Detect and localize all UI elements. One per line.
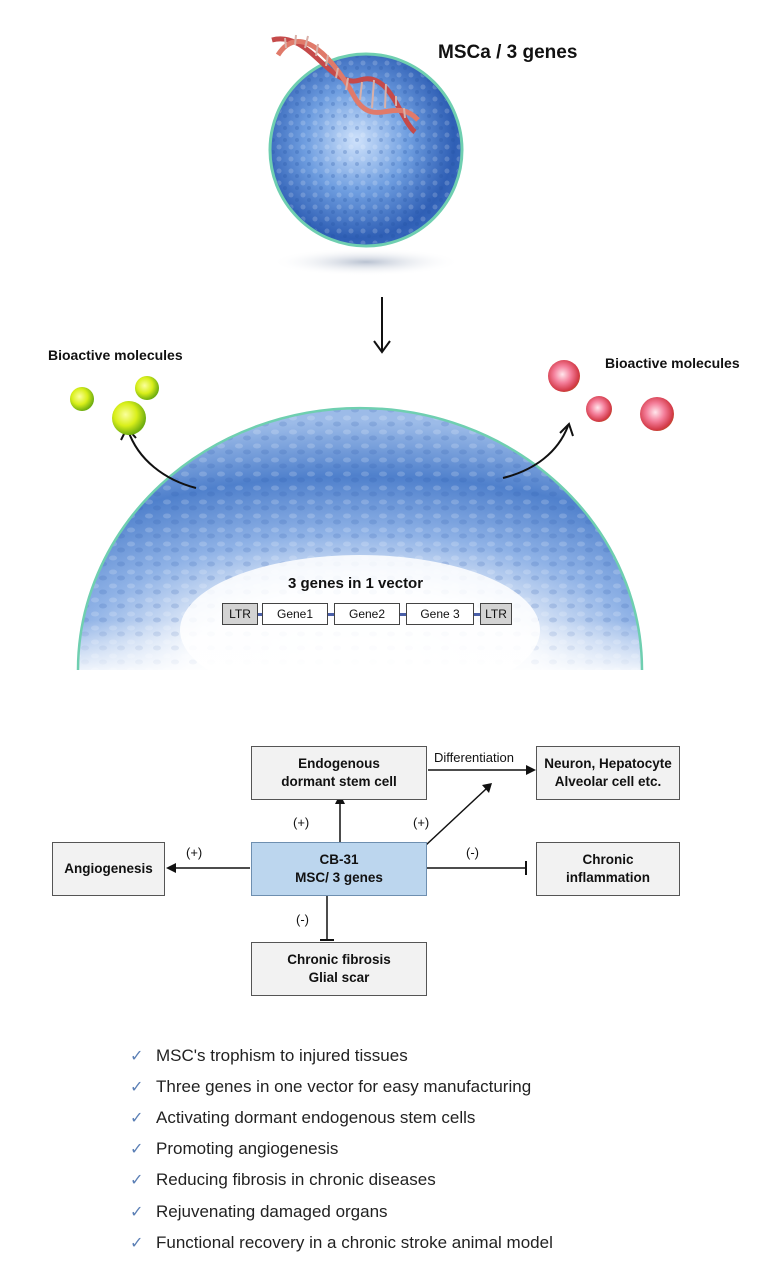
vector-title: 3 genes in 1 vector bbox=[288, 575, 424, 592]
vector-gene3: Gene 3 bbox=[406, 603, 474, 625]
list-item: ✓Reducing fibrosis in chronic diseases bbox=[130, 1170, 436, 1190]
checkmark-icon: ✓ bbox=[130, 1203, 144, 1221]
inflammation-line1: Chronic bbox=[582, 852, 634, 867]
down-arrow-icon bbox=[373, 297, 391, 354]
checkmark-icon: ✓ bbox=[130, 1172, 144, 1190]
vector-ltr-left: LTR bbox=[222, 603, 258, 625]
checkmark-icon: ✓ bbox=[130, 1078, 144, 1096]
list-item: ✓Activating dormant endogenous stem cell… bbox=[130, 1107, 476, 1127]
checkmark-icon: ✓ bbox=[130, 1047, 144, 1065]
list-item: ✓Three genes in one vector for easy manu… bbox=[130, 1076, 532, 1096]
neuron-hepatocyte-box: Neuron, Hepatocyte Alveolar cell etc. bbox=[536, 746, 680, 800]
chronic-fibrosis-box: Chronic fibrosis Glial scar bbox=[251, 942, 427, 996]
msc-cell-illustration bbox=[268, 34, 464, 276]
fibrosis-line1: Chronic fibrosis bbox=[287, 952, 391, 967]
center-line2: MSC/ 3 genes bbox=[295, 870, 383, 885]
left-molecules-label: Bioactive molecules bbox=[48, 347, 183, 363]
green-molecules-icon bbox=[70, 376, 159, 435]
minus-down-label: (-) bbox=[296, 912, 309, 927]
checkmark-icon: ✓ bbox=[130, 1141, 144, 1159]
angiogenesis-label: Angiogenesis bbox=[64, 861, 153, 876]
chronic-inflammation-box: Chronic inflammation bbox=[536, 842, 680, 896]
vector-ltr-right: LTR bbox=[480, 603, 512, 625]
center-line1: CB-31 bbox=[319, 852, 359, 867]
vector-gene1: Gene1 bbox=[262, 603, 328, 625]
differentiation-label: Differentiation bbox=[434, 750, 514, 765]
msc-title: MSCa / 3 genes bbox=[438, 42, 578, 63]
fibrosis-line2: Glial scar bbox=[308, 970, 370, 985]
list-item: ✓Functional recovery in a chronic stroke… bbox=[130, 1232, 553, 1252]
dna-helix-icon bbox=[271, 34, 420, 134]
endogenous-line2: dormant stem cell bbox=[281, 774, 397, 789]
pathway-arrows bbox=[166, 765, 536, 941]
angiogenesis-box: Angiogenesis bbox=[52, 842, 165, 896]
feature-checklist: ✓MSC's trophism to injured tissues ✓Thre… bbox=[130, 1040, 553, 1258]
list-item: ✓MSC's trophism to injured tissues bbox=[130, 1045, 408, 1065]
list-item: ✓Promoting angiogenesis bbox=[130, 1139, 339, 1159]
arrow-up-right-icon bbox=[559, 422, 574, 437]
plus-diag-label: (+) bbox=[413, 815, 430, 830]
list-item: ✓Rejuvenating damaged organs bbox=[130, 1201, 388, 1221]
vector-gene2: Gene2 bbox=[334, 603, 400, 625]
neuron-line1: Neuron, Hepatocyte bbox=[544, 756, 672, 771]
minus-right-label: (-) bbox=[466, 845, 479, 860]
checkmark-icon: ✓ bbox=[130, 1109, 144, 1127]
endogenous-stem-cell-box: Endogenous dormant stem cell bbox=[251, 746, 427, 800]
inflammation-line2: inflammation bbox=[565, 870, 650, 885]
endogenous-line1: Endogenous bbox=[298, 756, 380, 771]
right-molecules-label: Bioactive molecules bbox=[605, 355, 740, 371]
neuron-line2: Alveolar cell etc. bbox=[554, 774, 662, 789]
plus-left-label: (+) bbox=[186, 845, 203, 860]
plus-up-label: (+) bbox=[293, 815, 310, 830]
cb31-center-box: CB-31 MSC/ 3 genes bbox=[251, 842, 427, 896]
checkmark-icon: ✓ bbox=[130, 1234, 144, 1252]
pink-molecules-icon bbox=[548, 360, 674, 431]
